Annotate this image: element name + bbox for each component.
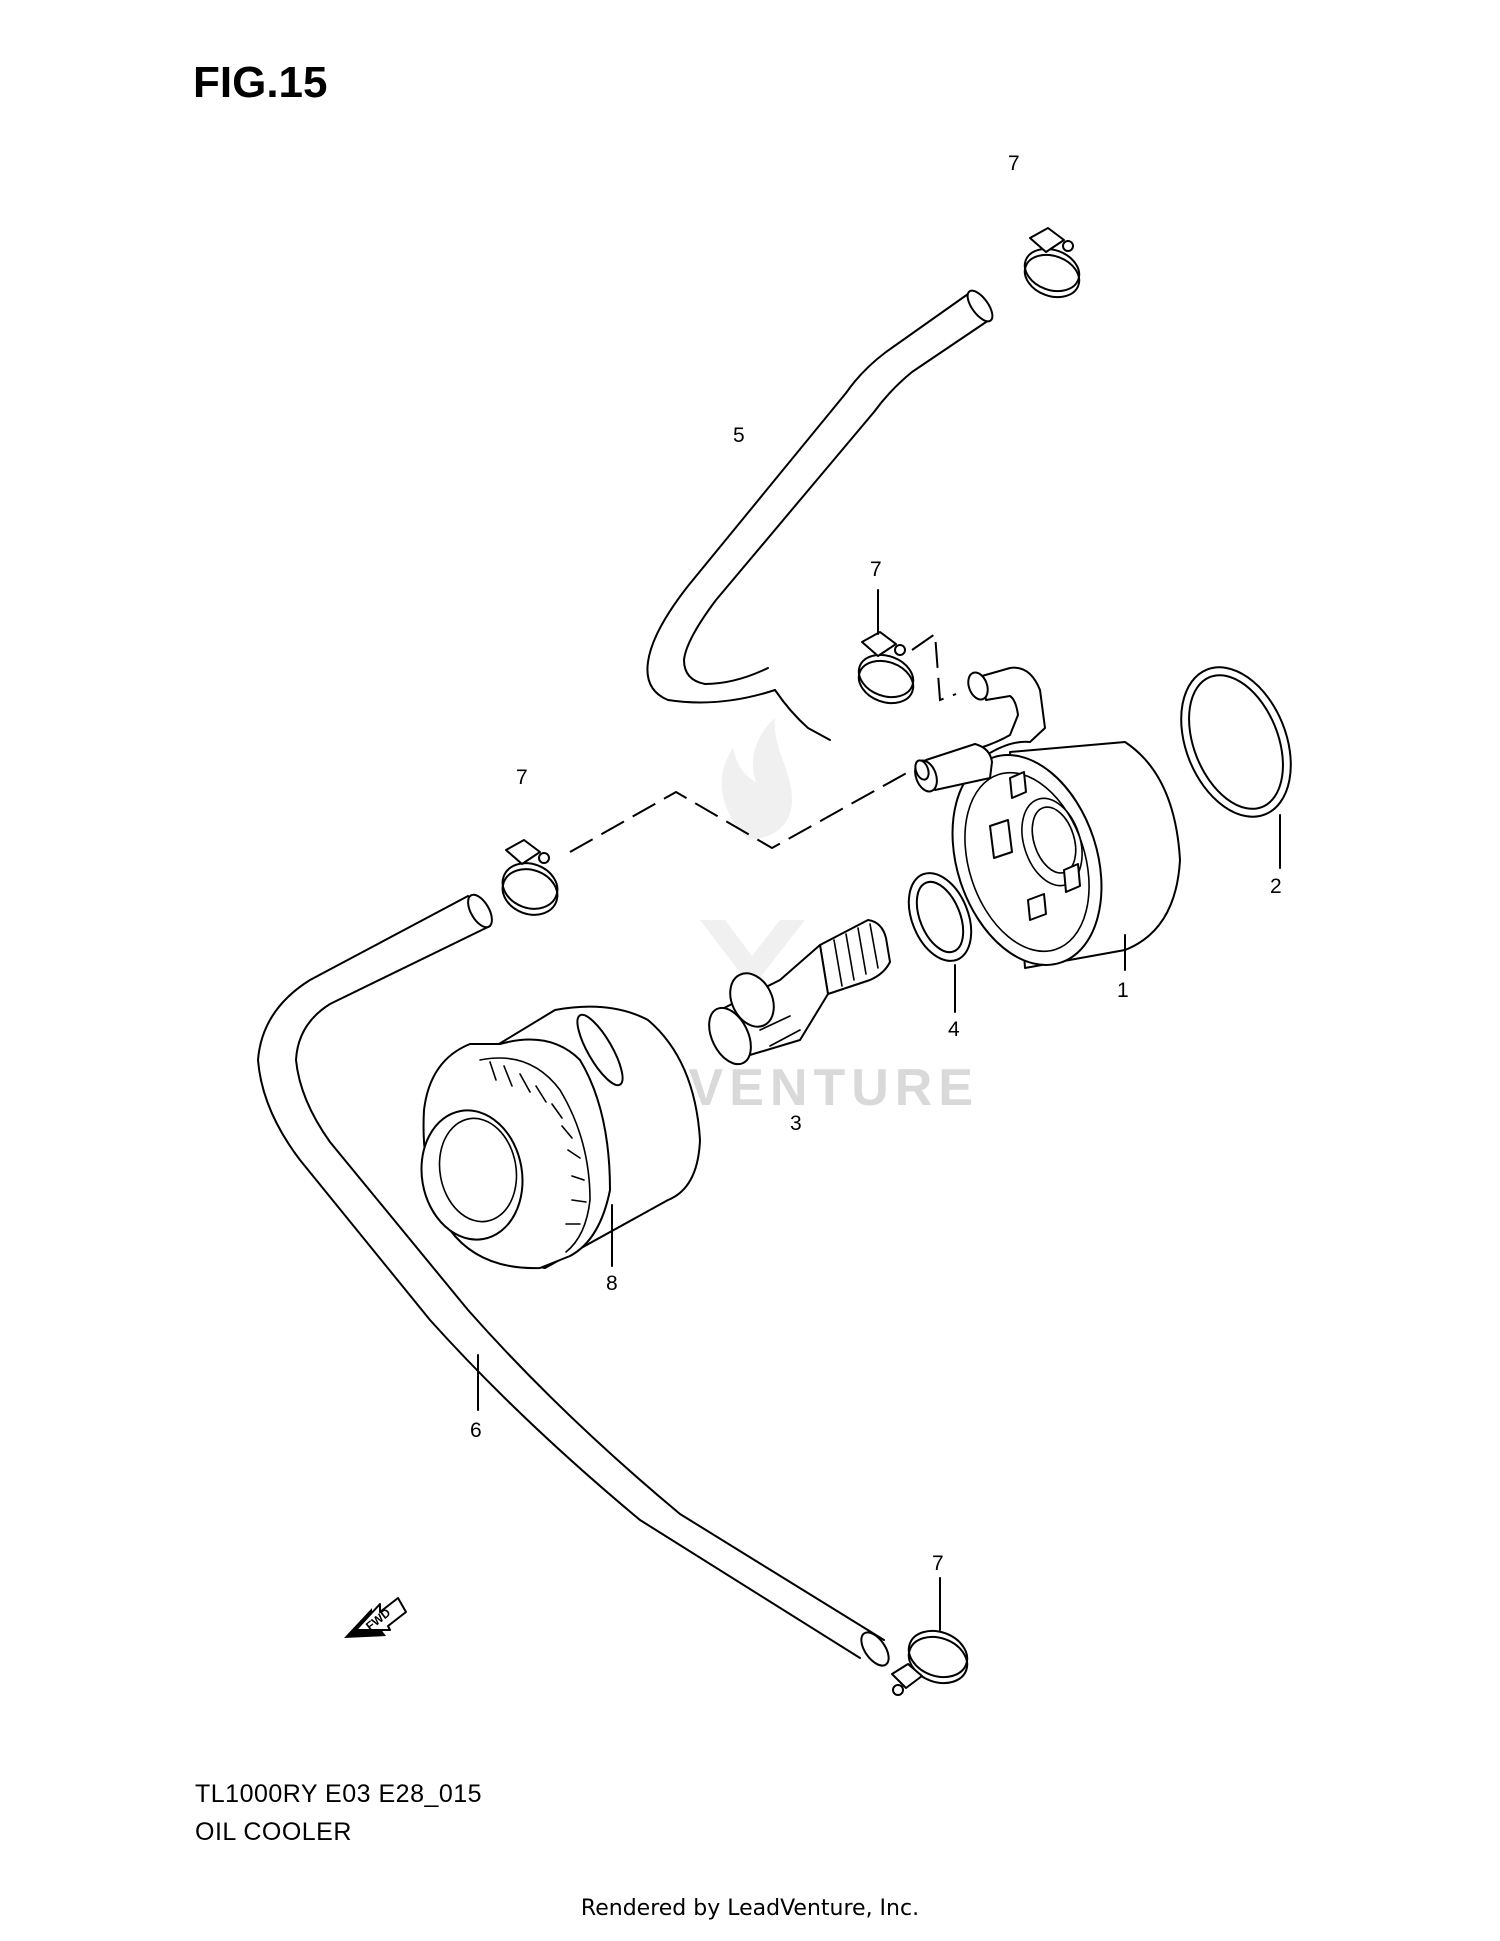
- o-ring-2: [1180, 666, 1292, 818]
- callout-7-mid: 7: [870, 558, 882, 581]
- hose-5: [646, 289, 994, 741]
- figure-title: FIG.15: [193, 58, 328, 107]
- forward-arrow-icon: FWD: [344, 1597, 407, 1638]
- callout-8: 8: [606, 1272, 618, 1295]
- callout-3: 3: [790, 1112, 802, 1135]
- hose-clamp-7-left: [501, 839, 559, 916]
- leadventure-logo-icon: [700, 718, 805, 988]
- oil-filter-8: [420, 1005, 701, 1270]
- callout-7-top: 7: [1008, 152, 1020, 175]
- diagram-name: OIL COOLER: [195, 1818, 352, 1846]
- hose-clamp-7-top: [1023, 227, 1081, 299]
- diagram-ref-code: TL1000RY E03 E28_015: [195, 1780, 483, 1808]
- callout-5: 5: [733, 424, 745, 447]
- assembly-guide-lines: [569, 632, 957, 853]
- callout-6: 6: [470, 1419, 482, 1442]
- union-bolt-3: [708, 919, 891, 1066]
- leader-lines: [477, 589, 1281, 1631]
- callout-labels: 7 5 7 7 2 1 4 3 8 6 7: [470, 152, 1282, 1575]
- hose-clamp-7-bottom: [891, 1629, 969, 1696]
- callout-1: 1: [1117, 979, 1129, 1002]
- callout-7-bottom: 7: [932, 1552, 944, 1575]
- callout-2: 2: [1270, 875, 1282, 898]
- oil-cooler-1: [914, 666, 1181, 969]
- gasket-4: [907, 872, 973, 962]
- hose-clamp-7-mid: [857, 631, 915, 705]
- hose-6: [257, 893, 890, 1667]
- callout-7-left: 7: [516, 766, 528, 789]
- callout-4: 4: [948, 1018, 960, 1041]
- render-credit: Rendered by LeadVenture, Inc.: [580, 1896, 920, 1921]
